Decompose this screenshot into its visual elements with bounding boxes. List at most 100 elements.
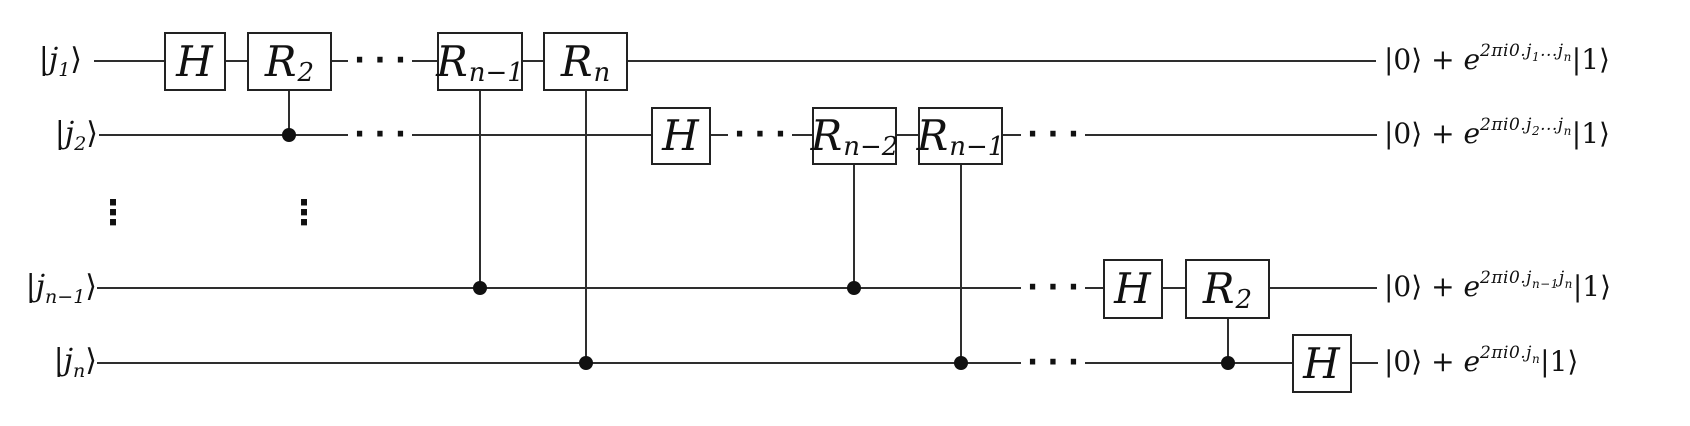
input-label-jn-1: |jn−1⟩ <box>0 269 97 307</box>
out-prefix: |0⟩ + <box>1384 117 1464 150</box>
input-label-j2: |j2⟩ <box>0 116 98 154</box>
control-dot-qn-b <box>954 356 968 370</box>
gate-label-sub: n−1 <box>949 132 1005 162</box>
gate-label-sub: n−2 <box>843 132 899 162</box>
exp-text: 2πi0.j <box>1480 268 1532 288</box>
gate-label: H <box>1303 338 1340 388</box>
euler-e: e <box>1463 43 1481 76</box>
exp-sub: 1 <box>1531 50 1541 64</box>
ellipsis-horizontal-q2-left: ··· <box>348 120 412 150</box>
out-suffix: |1⟩ <box>1571 43 1610 76</box>
output-state-jn-1: |0⟩ + e2πi0.jn−1jn|1⟩ <box>1384 270 1612 303</box>
ket-bar: | <box>54 116 65 151</box>
exp-sub: n <box>1531 352 1541 366</box>
gate-label: R <box>916 111 949 160</box>
gate-label-sub: n <box>593 57 611 88</box>
ellipsis-horizontal-q2-right: ··· <box>1021 120 1085 150</box>
ket-bar: | <box>53 343 64 378</box>
euler-e: e <box>1463 270 1481 303</box>
control-dot-qn-c <box>1221 356 1235 370</box>
euler-e: e <box>1463 117 1481 150</box>
exp-sub: n−1 <box>1531 277 1559 291</box>
ellipsis-vertical-right: ⋮ <box>287 193 321 233</box>
control-line-rn2-q2-qn1 <box>853 165 855 288</box>
ket-bar: | <box>25 269 36 304</box>
exp-text: 2πi0.j <box>1480 115 1532 135</box>
state-sub: n−1 <box>45 286 86 308</box>
gate-label-sub: n−1 <box>468 57 524 88</box>
gate-label: R <box>810 111 843 160</box>
ellipsis-horizontal-q1: ··· <box>348 46 412 76</box>
ket-close: ⟩ <box>70 42 82 77</box>
exp-text: ...j <box>1540 41 1564 61</box>
gate-h-qn1: H <box>1103 259 1163 319</box>
gate-h-q2: H <box>651 107 711 165</box>
state-var: j <box>48 42 59 77</box>
out-prefix: |0⟩ + <box>1384 270 1464 303</box>
out-suffix: |1⟩ <box>1572 270 1612 303</box>
exp-text: j <box>1558 268 1565 288</box>
ellipsis-horizontal-q2-mid: ··· <box>728 120 792 150</box>
exponent: 2πi0.jn <box>1480 343 1541 366</box>
control-line-rn-q1-qn <box>585 91 587 363</box>
gate-h-qn: H <box>1292 334 1352 393</box>
ket-close: ⟩ <box>86 116 98 151</box>
exp-text: 2πi0.j <box>1480 41 1532 61</box>
exponent: 2πi0.j1...jn <box>1480 41 1572 64</box>
exp-text: 2πi0.j <box>1480 343 1532 363</box>
gate-label-sub: 2 <box>1235 285 1253 315</box>
exp-sub: n <box>1564 277 1573 291</box>
gate-label: H <box>1114 264 1151 313</box>
state-sub: n <box>73 360 86 382</box>
state-sub: 1 <box>58 59 71 81</box>
control-line-r2-q1-q2 <box>288 91 290 136</box>
output-state-j2: |0⟩ + e2πi0.j2...jn|1⟩ <box>1384 117 1610 150</box>
ellipsis-horizontal-qn1: ··· <box>1021 273 1085 303</box>
ellipsis-horizontal-qn: ··· <box>1021 348 1085 378</box>
control-line-rn1-q1-qn1 <box>479 91 481 288</box>
qubit-wire-jn <box>97 362 1378 364</box>
ket-bar: | <box>38 42 49 77</box>
ellipsis-vertical-left: ⋮ <box>96 193 130 233</box>
exp-sub: n <box>1563 50 1572 64</box>
gate-label-sub: 2 <box>297 57 315 88</box>
ket-close: ⟩ <box>85 269 97 304</box>
gate-label: R <box>436 36 468 86</box>
state-var: j <box>35 269 46 304</box>
exp-sub: n <box>1563 124 1572 138</box>
euler-e: e <box>1463 345 1481 378</box>
gate-label: R <box>560 36 593 86</box>
state-var: j <box>64 116 75 151</box>
out-suffix: |1⟩ <box>1571 117 1610 150</box>
control-dot-qn1-b <box>847 281 861 295</box>
state-sub: 2 <box>74 133 87 155</box>
input-label-j1: |j1⟩ <box>0 42 82 80</box>
qubit-wire-jn-1 <box>97 287 1377 289</box>
gate-label: H <box>176 36 213 86</box>
gate-label: R <box>1202 264 1235 313</box>
qubit-wire-j1 <box>94 60 1376 62</box>
gate-h-q1: H <box>164 32 226 91</box>
out-prefix: |0⟩ + <box>1384 43 1464 76</box>
output-state-jn: |0⟩ + e2πi0.jn|1⟩ <box>1384 345 1579 378</box>
exp-text: ...j <box>1540 115 1564 135</box>
gate-label: R <box>264 36 297 86</box>
control-dot-qn-a <box>579 356 593 370</box>
exponent: 2πi0.jn−1jn <box>1480 268 1573 291</box>
control-line-r2-qn1-qn <box>1227 319 1229 363</box>
input-label-jn: |jn⟩ <box>0 343 97 381</box>
gate-label: H <box>662 111 699 160</box>
control-dot-qn1-a <box>473 281 487 295</box>
out-suffix: |1⟩ <box>1540 345 1579 378</box>
exp-sub: 2 <box>1531 124 1541 138</box>
control-dot-q2 <box>282 128 296 142</box>
control-line-rn1-q2-qn <box>960 165 962 363</box>
exponent: 2πi0.j2...jn <box>1480 115 1572 138</box>
